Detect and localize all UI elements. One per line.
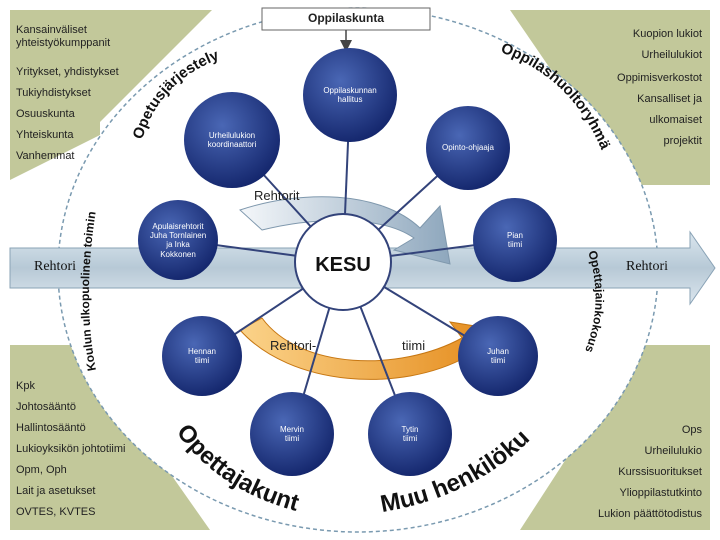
- label-apulaisrehtorit: Apulaisrehtorit Juha Tornlainen ja Inka …: [149, 222, 207, 259]
- kesu-label: KESU: [315, 254, 371, 276]
- circle-juhan-tiimi: [458, 316, 538, 396]
- circle-tytin-tiimi: [368, 392, 452, 476]
- corner-panel-bottom-right: [520, 345, 710, 530]
- corner-bottom-left: Kpk Johtosääntö Hallintosääntö Lukioyksi…: [16, 380, 126, 518]
- corner-right-list: Oppimisverkostot Kansalliset ja ulkomais…: [617, 72, 702, 147]
- corner-top-left: Kansainväliset yhteistyökumppanit: [16, 24, 111, 50]
- circle-urheilulukion-koordinaattori: [184, 92, 280, 188]
- label-opinto-ohjaaja: Opinto-ohjaaja: [441, 143, 495, 152]
- circle-pian-tiimi: [473, 198, 557, 282]
- kesu-circle: [294, 213, 392, 311]
- corner-panel-left: [10, 122, 100, 180]
- corner-panel-top-left: [10, 10, 212, 122]
- label-urheilulukion-koordinaattori: Urheilulukion koordinaattori: [207, 131, 257, 150]
- corner-left-list: Yritykset, yhdistykset Tukiyhdistykset O…: [16, 66, 119, 162]
- label-mervin-tiimi: Mervin tiimi: [279, 425, 304, 444]
- label-pian-tiimi: Pian tiimi: [506, 231, 523, 250]
- label-juhan-tiimi: Juhan tiimi: [487, 347, 509, 366]
- corner-bottom-right: Ops Urheilulukio Kurssisuoritukset Yliop…: [598, 424, 702, 520]
- top-box-label: Oppilaskunta: [307, 11, 384, 25]
- circle-mervin-tiimi: [250, 392, 334, 476]
- label-oppilaskunnan-hallitus: Oppilaskunnan hallitus: [323, 86, 377, 105]
- rehtori-right: Rehtori: [626, 259, 668, 274]
- corner-panel-bottom-left: [10, 345, 210, 530]
- label-tytin-tiimi: Tytin tiimi: [401, 425, 419, 444]
- rehtori-tiimi-right: tiimi: [402, 338, 426, 353]
- rehtori-tiimi-left: Rehtori-: [270, 338, 317, 353]
- circle-oppilaskunnan-hallitus: [303, 48, 397, 142]
- rehtori-left: Rehtori: [34, 259, 76, 274]
- circle-opinto-ohjaaja: [426, 106, 510, 190]
- circle-apulaisrehtorit: [138, 200, 218, 280]
- rehtorit-label: Rehtorit: [254, 188, 300, 203]
- circle-hennan-tiimi: [162, 316, 242, 396]
- corner-top-right: Kuopion lukiot Urheilulukiot: [632, 28, 702, 61]
- label-hennan-tiimi: Hennan tiimi: [187, 347, 217, 366]
- corner-panel-top-right: [510, 10, 710, 185]
